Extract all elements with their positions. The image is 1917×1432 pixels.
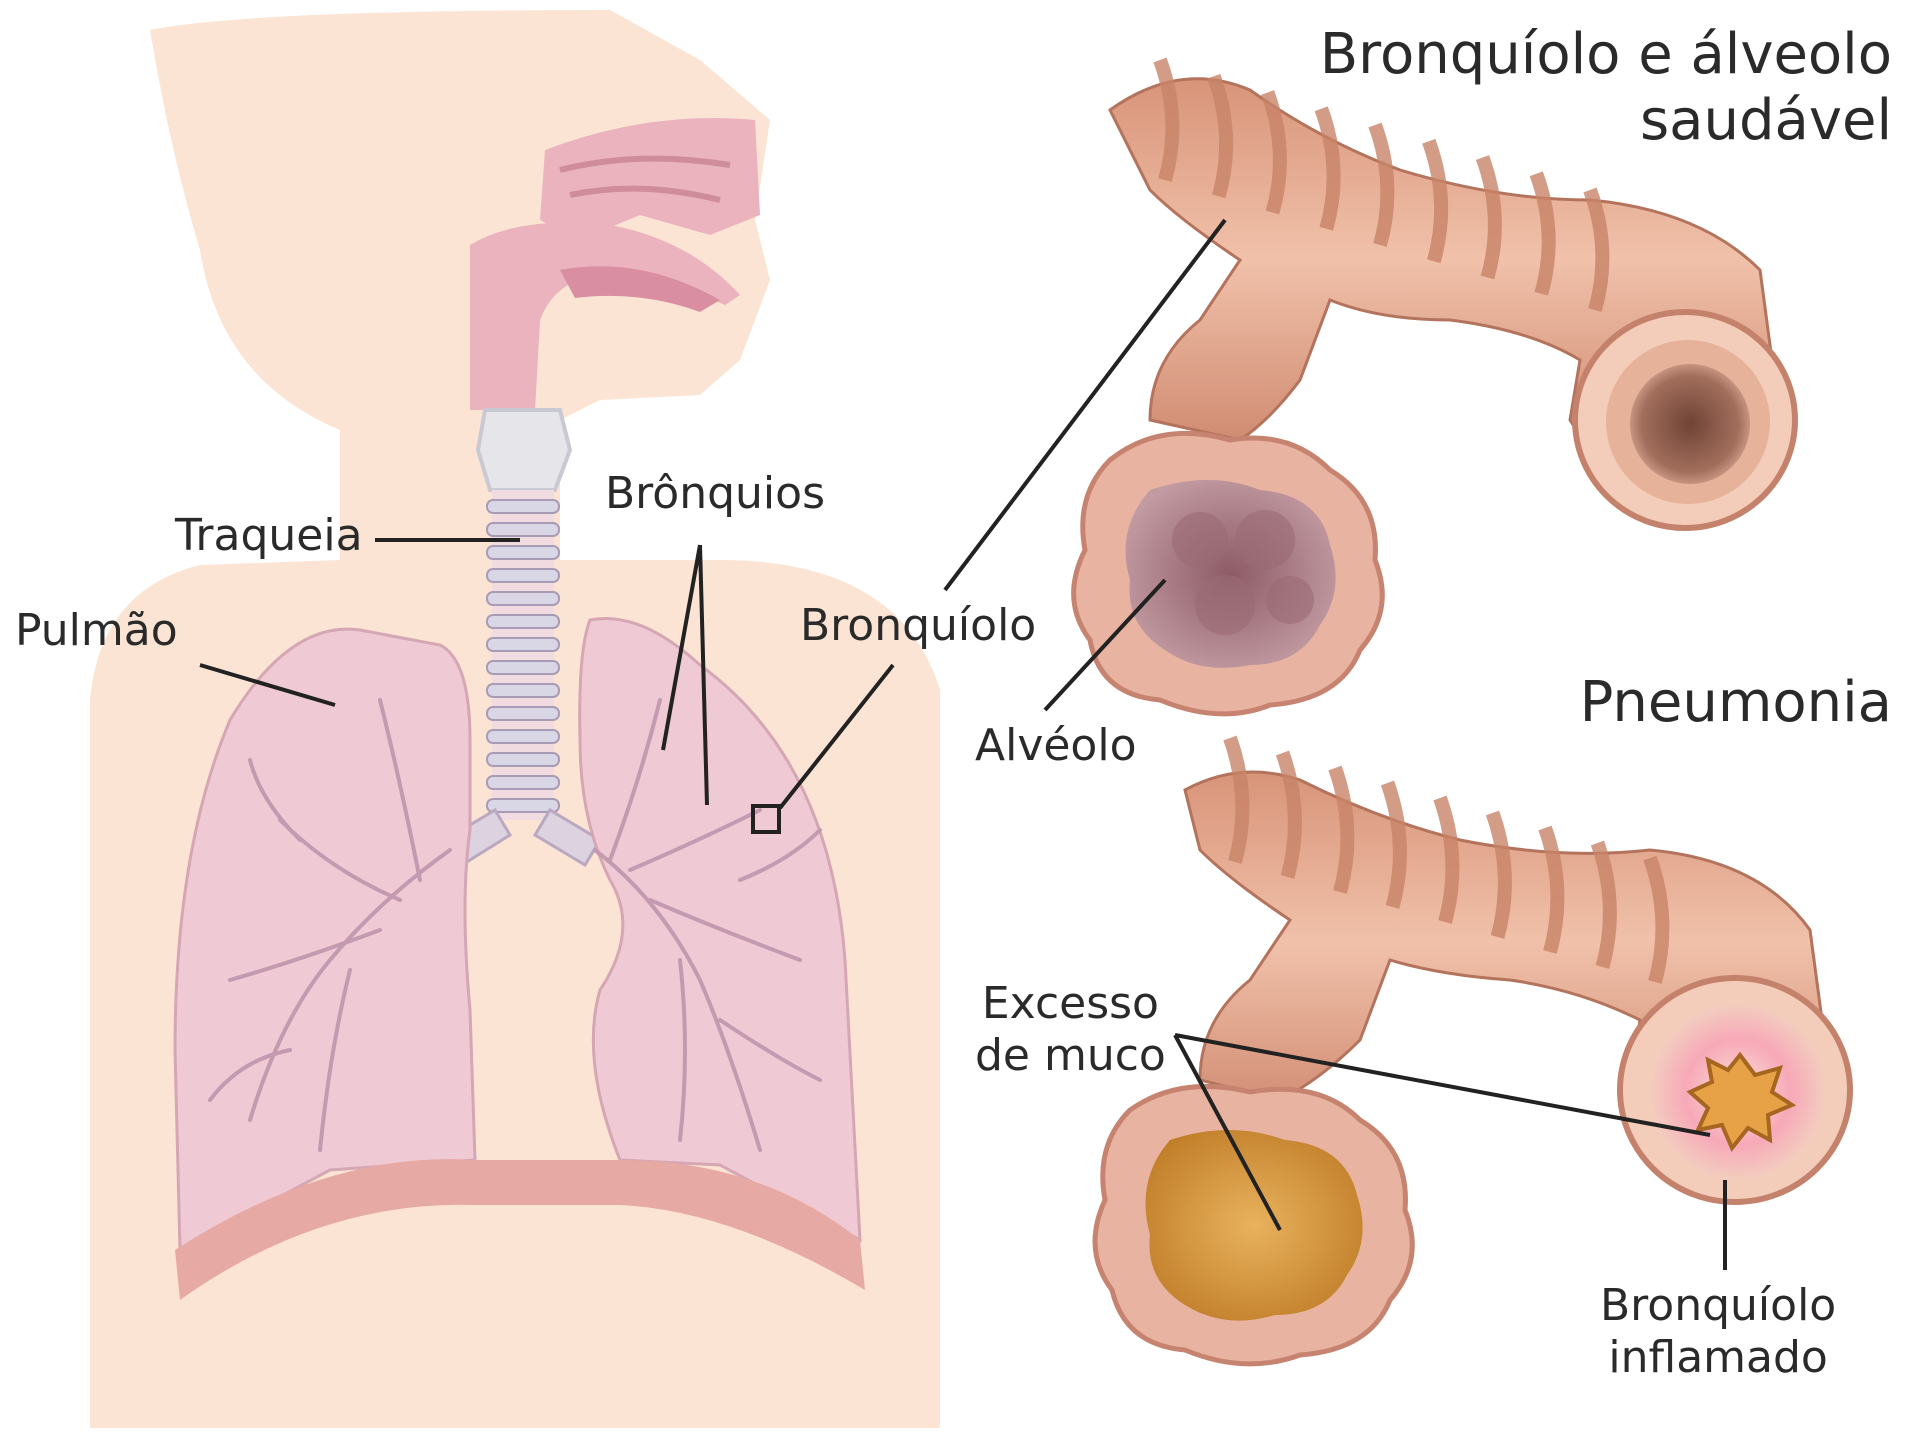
trachea-ring xyxy=(487,592,559,605)
label-excesso-muco: Excesso de muco xyxy=(975,978,1166,1082)
label-bronquiolo: Bronquíolo xyxy=(800,600,1036,652)
pneumonia-illustration xyxy=(1095,738,1850,1364)
label-bronquios: Brônquios xyxy=(605,468,825,520)
healthy-bronchiole-lumen xyxy=(1630,364,1750,484)
trachea-ring xyxy=(487,615,559,628)
healthy-alveolus-interior xyxy=(1126,480,1336,668)
trachea-ring xyxy=(487,523,559,536)
trachea-ring xyxy=(487,546,559,559)
trachea-ring xyxy=(487,730,559,743)
trachea-ring xyxy=(487,753,559,766)
trachea-ring xyxy=(487,500,559,513)
title-pneumonia: Pneumonia xyxy=(1580,670,1892,736)
label-pulmao: Pulmão xyxy=(15,605,178,657)
trachea-ring xyxy=(487,569,559,582)
larynx xyxy=(478,410,570,490)
label-bronquiolo-inflamado: Bronquíolo inflamado xyxy=(1600,1280,1836,1384)
trachea-ring xyxy=(487,684,559,697)
trachea-ring xyxy=(487,776,559,789)
pneumonia-alveolus-mucus xyxy=(1146,1130,1363,1321)
trachea-ring xyxy=(487,638,559,651)
label-traqueia: Traqueia xyxy=(175,510,363,562)
title-healthy: Bronquíolo e álveolo saudável xyxy=(1320,22,1892,154)
trachea-ring xyxy=(487,799,559,812)
healthy-illustration xyxy=(1074,60,1795,714)
trachea-ring xyxy=(487,707,559,720)
label-alveolo: Alvéolo xyxy=(975,720,1137,772)
trachea-ring xyxy=(487,661,559,674)
